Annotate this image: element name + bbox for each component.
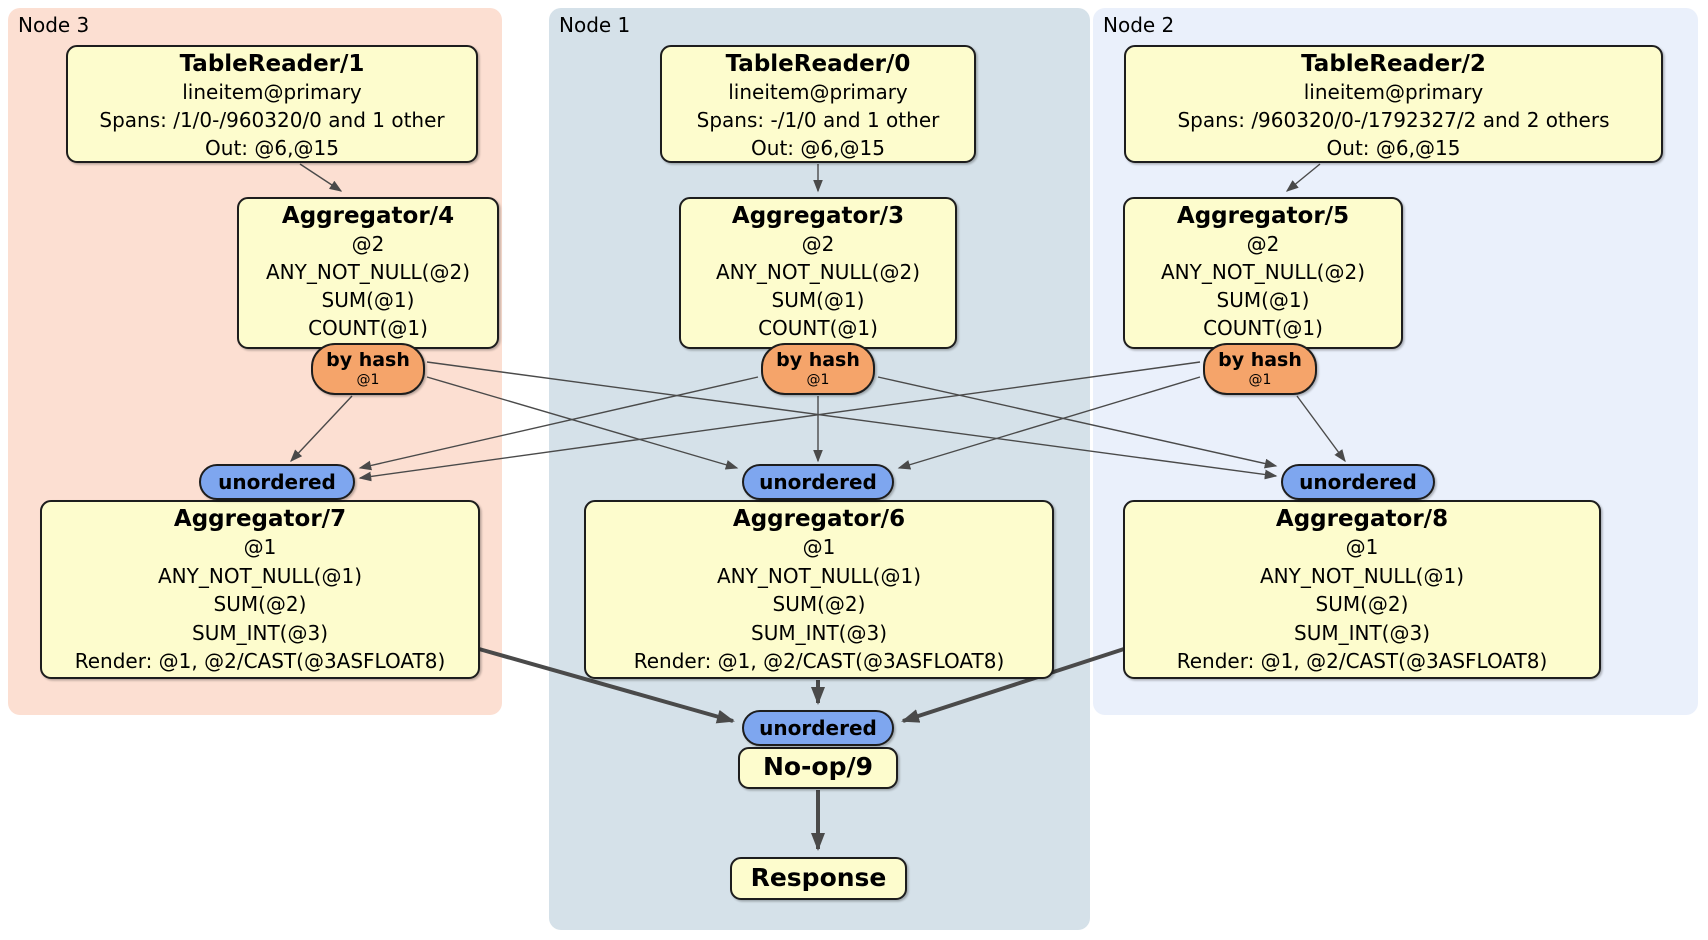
node-aggregator-7: Aggregator/7 @1 ANY_NOT_NULL(@1) SUM(@2)… bbox=[40, 500, 480, 679]
box-line: SUM_INT(@3) bbox=[751, 620, 887, 645]
box-title: Aggregator/4 bbox=[281, 203, 455, 229]
by-hash-router-3: by hash @1 bbox=[761, 343, 875, 395]
router-label: unordered bbox=[759, 470, 877, 494]
router-label: by hash bbox=[326, 349, 410, 371]
box-line: @1 bbox=[243, 535, 277, 559]
router-sublabel: @1 bbox=[806, 372, 830, 388]
edge-agg7-to-u9 bbox=[478, 647, 735, 724]
edge-bh3-to-u7 bbox=[358, 376, 759, 471]
router-sublabel: @1 bbox=[356, 372, 380, 388]
box-line: Render: @1, @2/CAST(@3ASFLOAT8) bbox=[633, 649, 1005, 673]
edge-bh4-to-u6 bbox=[426, 376, 739, 470]
node2-panel-label: Node 2 bbox=[1103, 13, 1175, 37]
box-line: SUM(@2) bbox=[213, 592, 307, 616]
box-line: SUM(@2) bbox=[1315, 592, 1409, 616]
box-line: @2 bbox=[1246, 232, 1280, 256]
box-line: ANY_NOT_NULL(@2) bbox=[266, 260, 470, 284]
edge-bh3-to-u8 bbox=[877, 376, 1278, 469]
unordered-sync-6: unordered bbox=[742, 464, 894, 500]
router-label: unordered bbox=[759, 716, 877, 740]
box-title: Response bbox=[750, 863, 887, 892]
edge-bh5-to-u8 bbox=[1296, 395, 1346, 463]
unordered-sync-7: unordered bbox=[199, 464, 355, 500]
box-title: TableReader/1 bbox=[179, 51, 365, 77]
edge-agg8-to-u9 bbox=[901, 647, 1125, 723]
box-line: COUNT(@1) bbox=[758, 316, 878, 340]
node-aggregator-6: Aggregator/6 @1 ANY_NOT_NULL(@1) SUM(@2)… bbox=[584, 500, 1054, 679]
by-hash-router-4: by hash @1 bbox=[311, 343, 425, 395]
box-title: TableReader/0 bbox=[725, 51, 911, 77]
edge-tr2-to-agg5 bbox=[1285, 163, 1321, 192]
node-aggregator-4: Aggregator/4 @2 ANY_NOT_NULL(@2) SUM(@1)… bbox=[237, 197, 499, 349]
edge-bh4-to-u8 bbox=[426, 361, 1278, 480]
box-line: ANY_NOT_NULL(@1) bbox=[158, 563, 362, 588]
box-title: Aggregator/7 bbox=[173, 506, 347, 532]
box-line: Spans: -/1/0 and 1 other bbox=[696, 108, 940, 132]
box-line: Spans: /1/0-/960320/0 and 1 other bbox=[99, 108, 445, 132]
box-line: lineitem@primary bbox=[1303, 80, 1484, 104]
router-sublabel: @1 bbox=[1248, 372, 1272, 388]
router-label: unordered bbox=[218, 470, 336, 494]
box-title: Aggregator/5 bbox=[1176, 203, 1350, 229]
router-label: by hash bbox=[776, 349, 860, 371]
box-line: Out: @6,@15 bbox=[751, 136, 885, 160]
box-line: Out: @6,@15 bbox=[205, 136, 339, 160]
box-line: Out: @6,@15 bbox=[1326, 136, 1461, 160]
router-label: unordered bbox=[1299, 470, 1417, 494]
box-line: Render: @1, @2/CAST(@3ASFLOAT8) bbox=[74, 649, 446, 673]
edge-tr1-to-agg4 bbox=[299, 163, 343, 192]
box-line: lineitem@primary bbox=[728, 80, 908, 104]
box-line: COUNT(@1) bbox=[1203, 316, 1323, 340]
box-line: SUM(@2) bbox=[772, 592, 866, 616]
box-line: SUM(@1) bbox=[321, 288, 415, 312]
node-aggregator-8: Aggregator/8 @1 ANY_NOT_NULL(@1) SUM(@2)… bbox=[1123, 500, 1601, 679]
edge-bh5-to-u6 bbox=[897, 376, 1201, 470]
box-title: Aggregator/8 bbox=[1275, 506, 1449, 532]
box-title: No-op/9 bbox=[762, 752, 874, 781]
box-line: ANY_NOT_NULL(@1) bbox=[717, 563, 921, 588]
node-noop-9: No-op/9 bbox=[738, 747, 898, 789]
box-line: Render: @1, @2/CAST(@3ASFLOAT8) bbox=[1176, 649, 1548, 673]
box-line: SUM(@1) bbox=[771, 288, 865, 312]
router-label: by hash bbox=[1218, 349, 1302, 371]
box-line: SUM_INT(@3) bbox=[192, 620, 328, 645]
box-line: @2 bbox=[351, 232, 385, 256]
node-aggregator-3: Aggregator/3 @2 ANY_NOT_NULL(@2) SUM(@1)… bbox=[679, 197, 957, 349]
edge-bh5-to-u7 bbox=[358, 361, 1201, 482]
box-line: SUM_INT(@3) bbox=[1294, 620, 1430, 645]
node-aggregator-5: Aggregator/5 @2 ANY_NOT_NULL(@2) SUM(@1)… bbox=[1123, 197, 1403, 349]
box-line: @1 bbox=[802, 535, 836, 559]
box-line: @2 bbox=[801, 232, 835, 256]
box-title: TableReader/2 bbox=[1301, 51, 1486, 77]
box-line: ANY_NOT_NULL(@2) bbox=[716, 260, 920, 284]
box-line: COUNT(@1) bbox=[308, 316, 428, 340]
box-line: SUM(@1) bbox=[1216, 288, 1310, 312]
box-title: Aggregator/3 bbox=[731, 203, 905, 229]
node3-panel-label: Node 3 bbox=[18, 13, 90, 37]
box-line: @1 bbox=[1345, 535, 1379, 559]
box-title: Aggregator/6 bbox=[732, 506, 906, 532]
box-line: lineitem@primary bbox=[182, 80, 362, 104]
box-line: ANY_NOT_NULL(@2) bbox=[1161, 260, 1365, 284]
unordered-sync-9: unordered bbox=[742, 710, 894, 746]
node1-panel-label: Node 1 bbox=[559, 13, 631, 37]
edge-bh4-to-u7 bbox=[290, 395, 353, 463]
by-hash-router-5: by hash @1 bbox=[1203, 343, 1317, 395]
node-tablereader-0: TableReader/0 lineitem@primary Spans: -/… bbox=[660, 45, 976, 163]
box-line: Spans: /960320/0-/1792327/2 and 2 others bbox=[1177, 108, 1610, 132]
unordered-sync-8: unordered bbox=[1281, 464, 1435, 500]
node-response: Response bbox=[730, 857, 907, 900]
node-tablereader-1: TableReader/1 lineitem@primary Spans: /1… bbox=[66, 45, 478, 163]
node-tablereader-2: TableReader/2 lineitem@primary Spans: /9… bbox=[1124, 45, 1663, 163]
box-line: ANY_NOT_NULL(@1) bbox=[1260, 563, 1464, 588]
